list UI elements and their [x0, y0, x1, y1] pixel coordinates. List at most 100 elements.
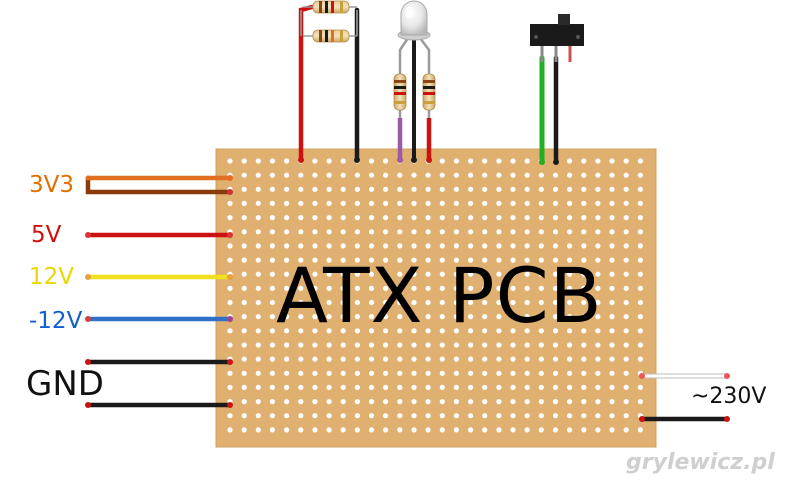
board-hole: [623, 342, 629, 348]
board-hole: [609, 370, 615, 376]
board-hole: [312, 200, 318, 206]
board-hole: [284, 243, 290, 249]
board-hole: [425, 200, 431, 206]
board-hole: [397, 186, 403, 192]
board-hole: [567, 215, 573, 221]
board-hole: [439, 257, 445, 263]
board-hole: [581, 186, 587, 192]
board-hole: [524, 158, 530, 164]
board-hole: [538, 186, 544, 192]
board-hole: [425, 229, 431, 235]
board-hole: [255, 271, 261, 277]
board-hole: [567, 158, 573, 164]
board-hole: [340, 299, 346, 306]
board-hole: [623, 427, 629, 433]
label-ac-230v: ~230V: [691, 384, 767, 409]
board-hole: [227, 299, 233, 306]
board-hole: [524, 243, 530, 249]
board-hole: [411, 243, 417, 249]
board-hole: [284, 229, 290, 235]
board-hole: [326, 427, 332, 433]
board-hole: [468, 186, 474, 192]
board-hole: [623, 172, 629, 178]
board-hole: [312, 370, 318, 376]
red-wire-top: [298, 4, 315, 163]
board-hole: [425, 356, 431, 362]
board-hole: [496, 413, 502, 419]
board-hole: [397, 215, 403, 221]
board-hole: [453, 314, 459, 320]
board-hole: [538, 271, 544, 277]
board-hole: [623, 399, 629, 405]
board-hole: [453, 356, 459, 362]
board-hole: [397, 299, 403, 306]
board-hole: [453, 243, 459, 249]
board-hole: [581, 200, 587, 206]
board-hole: [524, 314, 530, 320]
board-hole: [538, 328, 544, 334]
board-hole: [524, 229, 530, 235]
board-hole: [524, 271, 530, 277]
board-hole: [326, 229, 332, 235]
board-hole: [524, 356, 530, 362]
board-hole: [524, 413, 530, 419]
board-hole: [298, 243, 304, 249]
board-hole: [538, 427, 544, 433]
board-hole: [510, 370, 516, 376]
board-hole: [482, 427, 488, 433]
board-hole: [340, 413, 346, 419]
board-hole: [538, 200, 544, 206]
board-hole: [354, 399, 360, 405]
board-hole: [312, 384, 318, 390]
board-hole: [482, 172, 488, 178]
board-hole: [397, 370, 403, 376]
board-hole: [255, 215, 261, 221]
board-hole: [368, 257, 375, 263]
board-hole: [609, 356, 615, 362]
board-hole: [510, 314, 516, 320]
board-hole: [552, 299, 559, 306]
board-hole: [510, 285, 516, 291]
board-hole: [453, 328, 459, 334]
board-hole: [284, 158, 290, 164]
board-hole: [538, 314, 544, 320]
board-hole: [411, 399, 417, 405]
board-hole: [637, 328, 644, 334]
board-hole: [567, 356, 573, 362]
board-hole: [453, 342, 459, 348]
board-hole: [439, 384, 445, 390]
board-hole: [298, 314, 304, 320]
board-hole: [312, 172, 318, 178]
board-hole: [241, 172, 247, 178]
board-hole: [567, 399, 573, 405]
board-hole: [482, 215, 488, 221]
board-hole: [298, 215, 304, 221]
board-holes: [227, 158, 644, 433]
board-hole: [326, 172, 332, 178]
board-hole: [552, 200, 559, 206]
board-hole: [411, 299, 417, 306]
board-hole: [581, 158, 587, 164]
board-hole: [241, 384, 247, 390]
board-hole: [383, 186, 389, 192]
board-hole: [411, 370, 417, 376]
board-hole: [453, 172, 459, 178]
board-hole: [383, 399, 389, 405]
board-hole: [255, 370, 261, 376]
board-hole: [326, 328, 332, 334]
board-hole: [482, 271, 488, 277]
board-hole: [312, 342, 318, 348]
board-hole: [227, 342, 233, 348]
board-hole: [538, 356, 544, 362]
board-hole: [552, 257, 559, 263]
board-hole: [595, 285, 601, 291]
board-hole: [609, 200, 615, 206]
board-hole: [439, 200, 445, 206]
board-hole: [354, 314, 360, 320]
board-hole: [269, 271, 275, 277]
board-hole: [453, 413, 459, 419]
board-hole: [269, 342, 275, 348]
board-hole: [524, 186, 530, 192]
board-hole: [609, 243, 615, 249]
board-hole: [496, 243, 502, 249]
